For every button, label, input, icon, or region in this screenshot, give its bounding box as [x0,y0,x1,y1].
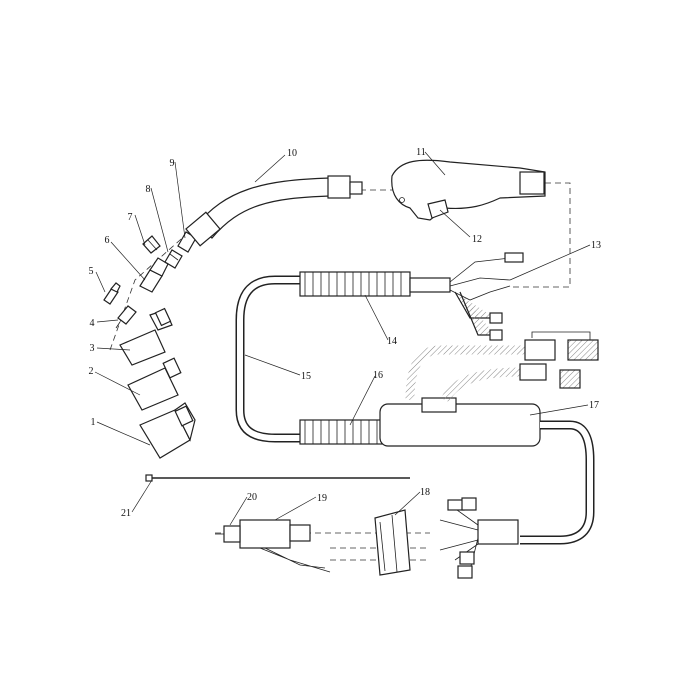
callout-19: 19 [317,493,327,504]
part-15-cable [235,275,305,443]
part-12-trigger [427,199,449,219]
part-13-hose-assembly [409,252,524,341]
callout-17: 17 [589,400,599,411]
callout-10: 10 [287,148,297,159]
callout-3: 3 [90,343,95,354]
callout-numbers: 1 2 3 4 5 6 7 8 9 10 11 12 13 14 15 16 1… [89,147,602,519]
callout-4: 4 [90,318,95,329]
callout-12: 12 [472,234,482,245]
callout-7: 7 [128,212,133,223]
part-16-spring-guard-lower [299,419,383,445]
callout-21: 21 [121,508,131,519]
callout-16: 16 [373,370,383,381]
part-8-insulator [164,249,183,269]
callout-20: 20 [247,492,257,503]
part-18-connector-nut [374,509,411,576]
callout-6: 6 [105,235,110,246]
callout-18: 18 [420,487,430,498]
part-17-cable-connector-body [379,331,599,545]
part-19-central-adaptor [239,519,331,573]
part-6-tip-holder [139,257,169,293]
part-11-handle [391,159,546,221]
part-2-gas-nozzle [127,357,182,411]
rear-connector-leads [439,497,519,579]
part-21-liner [145,474,410,482]
part-10-swan-neck [185,175,363,247]
part-7-adapter [142,235,161,254]
callout-1: 1 [91,417,96,428]
part-3-gas-nozzle [119,307,173,366]
part-4-nozzle-spring [115,305,137,329]
part-5-contact-tip [103,282,121,305]
callout-13: 13 [591,240,601,251]
part-14-spring-guard-upper [299,271,411,297]
callout-2: 2 [89,366,94,377]
callout-14: 14 [387,336,397,347]
callout-11: 11 [416,147,426,158]
part-1-gas-nozzle [139,402,196,459]
callout-9: 9 [170,158,175,169]
callout-15: 15 [301,371,311,382]
callout-5: 5 [89,266,94,277]
part-20-pin-connector [215,525,241,543]
leader-lines [94,151,591,526]
callout-8: 8 [146,184,151,195]
